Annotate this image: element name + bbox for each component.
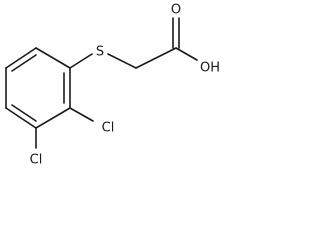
bond-ring-to-chlorine-2	[69, 107, 94, 122]
bond-carboxyl-to-hydroxyl	[175, 47, 198, 61]
chlorine-2-label: Cl	[102, 121, 115, 136]
ring-bond-c6-c1	[35, 47, 71, 69]
bond-ch2-to-carboxyl	[135, 47, 177, 69]
carbonyl-oxygen-label: O	[171, 3, 181, 18]
ring-bond-c3-c4	[5, 107, 37, 129]
sulfur-label: S	[96, 45, 104, 60]
chlorine-3-label: Cl	[30, 153, 43, 168]
hydroxyl-label: OH	[200, 61, 220, 76]
ring-double-bond-c3-c4	[11, 104, 37, 122]
chemical-structure: S O OH Cl Cl	[5, 3, 220, 168]
bond-ring-to-sulfur	[69, 53, 93, 69]
ring-bond-c2-c3	[35, 107, 71, 129]
ring-double-bond-c5-c6	[11, 54, 37, 72]
bond-sulfur-to-ch2	[107, 53, 137, 69]
benzene-ring	[5, 47, 71, 129]
ring-bond-c5-c6	[5, 47, 37, 69]
